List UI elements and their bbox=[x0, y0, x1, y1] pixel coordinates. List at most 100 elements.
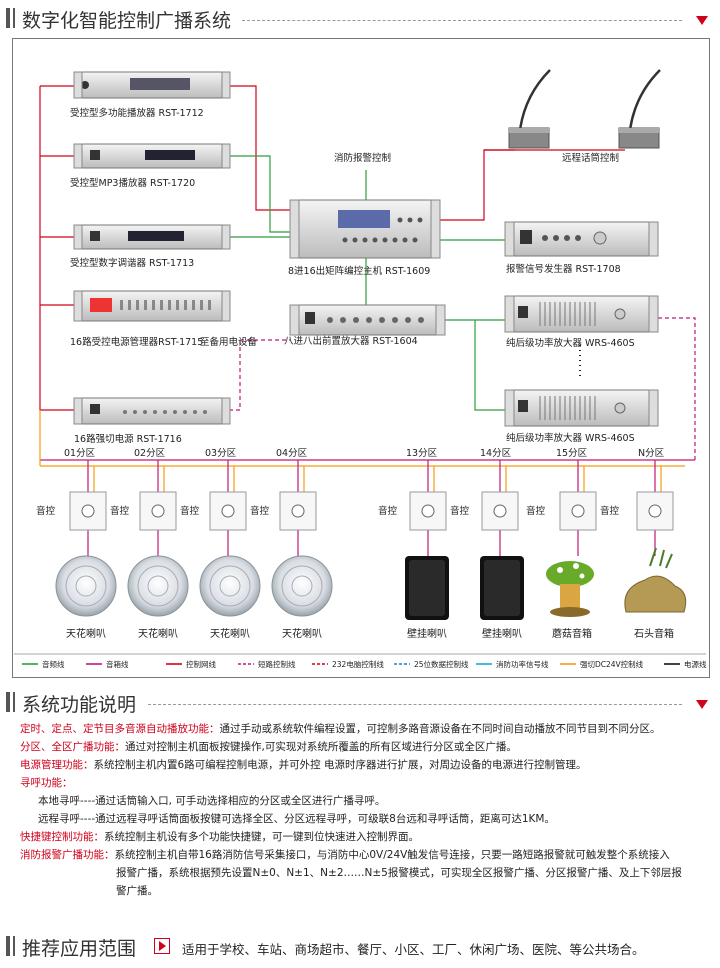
wall-speaker-icon bbox=[480, 556, 524, 620]
ceiling-speaker-icon bbox=[127, 555, 189, 617]
speaker-label: 石头音箱 bbox=[634, 627, 674, 640]
legend-label: 控制网线 bbox=[186, 659, 216, 669]
zone-label: N分区 bbox=[638, 448, 665, 459]
feature-row: 快捷键控制功能：系统控制主机设有多个功能快捷键，可一键到位快速进入控制界面。 bbox=[20, 828, 710, 846]
feature-value: 报警广播，系统根据预先设置N±0、N±1、N±2……N±5报警模式，可实现全区报… bbox=[116, 867, 682, 879]
microphone-icon bbox=[508, 69, 551, 149]
label-rst-1713: 受控型数字调谐器 RST-1713 bbox=[70, 257, 194, 269]
speaker-label: 壁挂喇叭 bbox=[482, 627, 522, 640]
label-rst-1609: 8进16出矩阵编控主机 RST-1609 bbox=[288, 265, 430, 277]
volume-label: 音控 bbox=[600, 505, 620, 517]
microphone-icon bbox=[618, 69, 661, 149]
volume-label: 音控 bbox=[450, 505, 470, 517]
speaker-label: 壁挂喇叭 bbox=[407, 627, 447, 640]
rack-rst-1716 bbox=[73, 397, 231, 425]
zone-label: 13分区 bbox=[406, 448, 438, 459]
header-bar bbox=[6, 936, 10, 956]
legend-label: 消防功率信号线 bbox=[496, 659, 549, 669]
feature-row: 报警广播，系统根据预先设置N±0、N±1、N±2……N±5报警模式，可实现全区报… bbox=[20, 864, 710, 882]
volume-control-panels bbox=[69, 491, 674, 531]
rack-rst-1609 bbox=[289, 199, 441, 259]
zone-label: 04分区 bbox=[276, 448, 308, 459]
feature-row: 电源管理功能：系统控制主机内置6路可编程控制电源，并可外控 电源时序器进行扩展，… bbox=[20, 756, 710, 774]
triangle-icon bbox=[696, 700, 708, 709]
rack-rst-1720 bbox=[73, 143, 231, 169]
legend-label: 强切DC24V控制线 bbox=[580, 659, 644, 669]
label-fire-alarm: 消防报警控制 bbox=[334, 152, 391, 164]
feature-key: 寻呼功能： bbox=[20, 777, 73, 789]
label-rst-1715: 16路受控电源管理器RST-1715 bbox=[70, 336, 203, 348]
feature-value: 通过手动或系统软件编程设置，可控制多路音源设备在不同时间自动播放不同节目到不同分… bbox=[219, 723, 661, 735]
header-dash bbox=[242, 20, 682, 21]
feature-list: 定时、定点、定节目多音源自动播放功能：通过手动或系统软件编程设置，可控制多路音源… bbox=[20, 720, 710, 900]
page-title: 数字化智能控制广播系统 bbox=[22, 10, 232, 32]
label-rst-1708: 报警信号发生器 RST-1708 bbox=[506, 263, 621, 275]
rack-wrs-460s-1 bbox=[504, 295, 659, 333]
rack-rst-1713 bbox=[73, 224, 231, 250]
mushroom-speaker-icon bbox=[546, 561, 594, 617]
feature-key: 快捷键控制功能： bbox=[20, 831, 104, 843]
feature-row: 定时、定点、定节目多音源自动播放功能：通过手动或系统软件编程设置，可控制多路音源… bbox=[20, 720, 710, 738]
header-bar bbox=[13, 8, 15, 28]
system-diagram: 受控型多功能播放器 RST-1712 受控型MP3播放器 RST-1720 受控… bbox=[14, 69, 707, 669]
header-bar bbox=[13, 936, 15, 956]
feature-row: 寻呼功能： bbox=[20, 774, 710, 792]
feature-value: 系统控制主机设有多个功能快捷键，可一键到位快速进入控制界面。 bbox=[104, 831, 419, 843]
zone-bus bbox=[39, 345, 695, 556]
header-bar bbox=[6, 8, 10, 28]
section-header-functions: 系统功能说明 bbox=[6, 690, 718, 716]
label-wrs-460s-2: 纯后级功率放大器 WRS-460S bbox=[506, 432, 635, 444]
legend-label: 电源线 bbox=[684, 659, 707, 669]
section-title: 推荐应用范围 bbox=[22, 938, 137, 960]
speaker-label: 天花喇叭 bbox=[210, 627, 250, 640]
feature-value: 远程寻呼----通过远程寻呼话筒面板按键可选择全区、分区远程寻呼，可级联8台远和… bbox=[38, 813, 555, 825]
dashed-wiring bbox=[230, 317, 696, 460]
application-text: 适用于学校、车站、商场超市、餐厅、小区、工厂、休闲广场、医院、等公共场合。 bbox=[182, 942, 645, 957]
label-rst-1716: 16路强切电源 RST-1716 bbox=[74, 433, 182, 445]
legend-label: 短路控制线 bbox=[258, 659, 296, 669]
section-title: 系统功能说明 bbox=[22, 694, 137, 716]
label-wrs-460s-1: 纯后级功率放大器 WRS-460S bbox=[506, 337, 635, 349]
label-rst-1720: 受控型MP3播放器 RST-1720 bbox=[70, 177, 195, 189]
feature-key: 定时、定点、定节目多音源自动播放功能： bbox=[20, 723, 220, 735]
wall-speaker-icon bbox=[405, 556, 449, 620]
zone-label: 15分区 bbox=[556, 448, 588, 459]
feature-value: 本地寻呼----通过话筒输入口, 可手动选择相应的分区或全区进行广播寻呼。 bbox=[38, 795, 386, 807]
header-bar bbox=[13, 692, 15, 712]
legend-label: 音频线 bbox=[42, 659, 65, 669]
section-header-main: 数字化智能控制广播系统 bbox=[6, 6, 718, 32]
speaker-label: 天花喇叭 bbox=[138, 627, 178, 640]
zone-label: 02分区 bbox=[134, 448, 166, 459]
feature-key: 分区、全区广播功能： bbox=[20, 741, 125, 753]
feature-value: 系统控制主机内置6路可编程控制电源，并可外控 电源时序器进行扩展，对周边设备的电… bbox=[93, 759, 587, 771]
header-bar bbox=[6, 692, 10, 712]
rack-rst-1712 bbox=[73, 71, 231, 99]
label-remote-mic: 远程话筒控制 bbox=[562, 152, 619, 164]
feature-row: 远程寻呼----通过远程寻呼话筒面板按键可选择全区、分区远程寻呼，可级联8台远和… bbox=[20, 810, 710, 828]
legend-label: 音箱线 bbox=[106, 659, 129, 669]
feature-row: 消防报警广播功能：系统控制主机自带16路消防信号采集接口，与消防中心0V/24V… bbox=[20, 846, 710, 864]
ceiling-speaker-icon bbox=[271, 555, 333, 617]
speaker-label: 天花喇叭 bbox=[282, 627, 322, 640]
rack-rst-1604 bbox=[289, 304, 446, 336]
header-dash bbox=[148, 704, 682, 705]
diagram-frame bbox=[12, 38, 710, 678]
speaker-label: 蘑菇音箱 bbox=[552, 627, 592, 640]
volume-label: 音控 bbox=[378, 505, 398, 517]
legend-label: 25位数据控制线 bbox=[414, 659, 469, 669]
rack-rst-1708 bbox=[504, 221, 659, 257]
rock-speaker-icon bbox=[624, 547, 687, 613]
label-rst-1712: 受控型多功能播放器 RST-1712 bbox=[70, 107, 204, 119]
feature-row: 警广播。 bbox=[20, 882, 710, 900]
triangle-icon bbox=[696, 16, 708, 25]
label-rst-1715-note: 至备用电设备 bbox=[200, 336, 258, 348]
volume-label: 音控 bbox=[250, 505, 270, 517]
rack-rst-1715 bbox=[73, 290, 231, 322]
play-icon bbox=[154, 938, 170, 954]
audio-wiring bbox=[230, 155, 505, 411]
zone-label: 03分区 bbox=[205, 448, 237, 459]
volume-label: 音控 bbox=[110, 505, 130, 517]
feature-value: 系统控制主机自带16路消防信号采集接口，与消防中心0V/24V触发信号连接，只要… bbox=[114, 849, 670, 861]
feature-value: 通过对控制主机面板按键操作,可实现对系统所覆盖的所有区域进行分区或全区广播。 bbox=[125, 741, 517, 753]
